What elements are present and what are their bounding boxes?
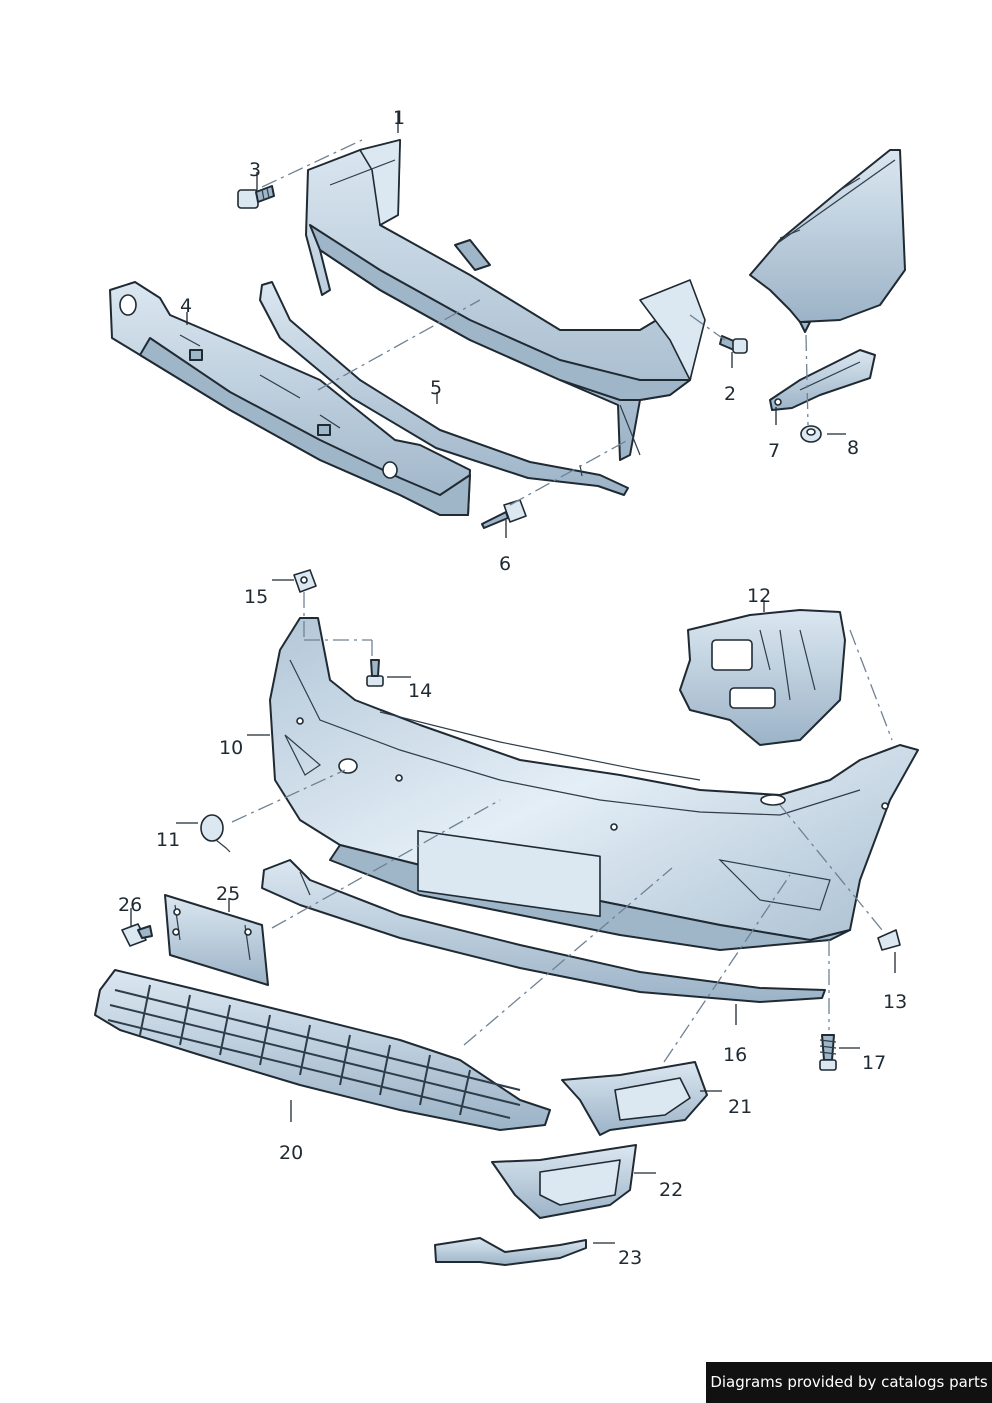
part-20-grille [94,969,551,1131]
part-17-screw [819,1034,837,1071]
part-4-impact-absorber [109,281,471,516]
part-11-cap [200,814,231,853]
part-26-clip [121,923,153,947]
fender [749,149,906,333]
part-6-rivet [481,499,527,529]
callout-12: 12 [747,585,771,607]
part-7-guide-bracket [769,349,876,411]
part-12-bracket [679,609,846,746]
callout-23: 23 [618,1247,642,1269]
part-25-license-plate-bracket [164,894,269,986]
callout-14: 14 [408,680,432,702]
credit-banner: Diagrams provided by catalogs parts [706,1362,992,1403]
callout-5: 5 [430,377,442,399]
callout-26: 26 [118,894,142,916]
callout-numbers: 1 2 3 4 5 6 7 8 10 11 12 13 14 15 16 17 … [118,107,907,1269]
callout-17: 17 [862,1052,886,1074]
callout-4: 4 [180,295,192,317]
part-14-screw [366,659,384,687]
callout-21: 21 [728,1096,752,1118]
part-23-trim-strip [434,1237,587,1266]
callout-13: 13 [883,991,907,1013]
part-13-cap [877,929,901,951]
part-15-clip [293,569,317,593]
assembly-lines [231,139,893,1063]
callout-2: 2 [724,383,736,405]
callout-16: 16 [723,1044,747,1066]
part-10-bumper-cover [269,617,919,951]
callout-22: 22 [659,1179,683,1201]
part-16-spoiler [261,859,826,1003]
callout-7: 7 [768,440,780,462]
part-3-bolt [237,185,275,209]
callout-6: 6 [499,553,511,575]
callout-10: 10 [219,737,243,759]
leader-lines [130,112,896,1244]
part-8-nut [800,425,822,443]
callout-11: 11 [156,829,180,851]
part-1-bumper-reinforcement [305,139,706,461]
callout-25: 25 [216,883,240,905]
part-22-vent-frame [491,1144,637,1219]
callout-1: 1 [393,107,405,129]
callout-15: 15 [244,586,268,608]
part-21-vent-insert [561,1061,708,1136]
callout-3: 3 [249,159,261,181]
callout-8: 8 [847,437,859,459]
callout-20: 20 [279,1142,303,1164]
